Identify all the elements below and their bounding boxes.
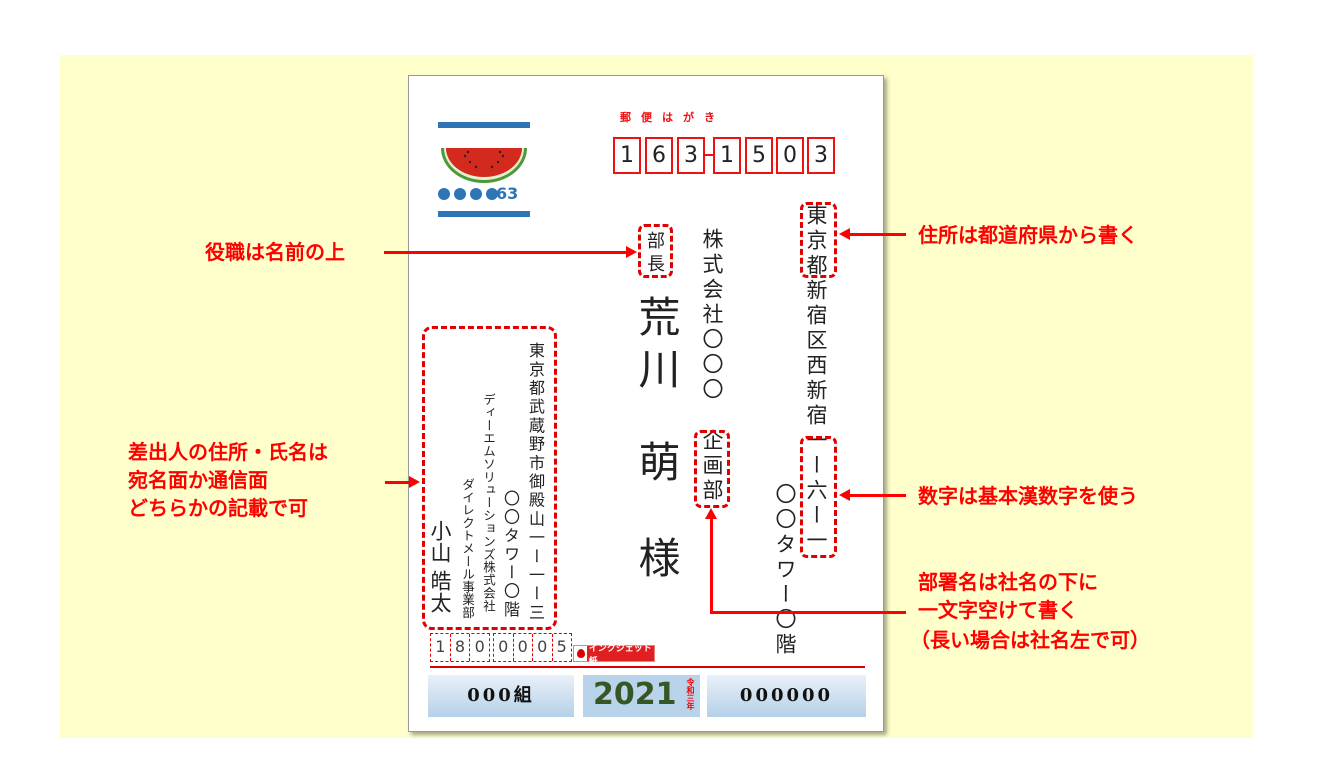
arrow-numbers (850, 494, 906, 497)
arrowhead (409, 476, 420, 488)
inkjet-badge: インクジェット紙 (573, 644, 655, 667)
zip-digit: 3 (677, 137, 705, 174)
arrowhead (705, 508, 717, 519)
arrowhead (839, 228, 850, 240)
zip-digit: 0 (533, 634, 553, 661)
arrow-title (384, 251, 628, 254)
year-box: 2021 令和三年 (583, 675, 700, 717)
recipient-department: 企画部 (700, 429, 724, 504)
divider-line (430, 666, 865, 668)
recipient-given-name: 萌 (632, 440, 681, 482)
stamp: 63 (438, 122, 530, 218)
recipient-building: 〇〇タワー〇階 (773, 483, 797, 658)
recipient-company: 株式会社〇〇〇 (700, 228, 724, 403)
recipient-address: 東京都新宿区西新宿一ー六ー一 (804, 204, 828, 554)
highlight-department (694, 430, 730, 508)
era: 令和三年 (686, 678, 695, 710)
zip-digit: 1 (613, 137, 641, 174)
year: 2021 (593, 677, 677, 712)
zip-digit: 5 (745, 137, 773, 174)
annotation-sender-3: どちらかの記載で可 (128, 496, 308, 520)
zip-digit: 0 (494, 634, 514, 661)
sender-department: ダイレクトメール事業部 (460, 478, 475, 619)
sender-given-name: 皓太 (428, 570, 452, 614)
postcard (408, 75, 884, 732)
zip-digit: 0 (514, 634, 533, 661)
ink-drop-icon (574, 646, 587, 661)
annotation-sender-1: 差出人の住所・氏名は (128, 440, 328, 464)
postcard-header: 郵便はがき (620, 111, 725, 124)
inkjet-label: インクジェット紙 (588, 643, 652, 667)
annotation-department-3: （長い場合は社名左で可） (910, 628, 1150, 652)
zip-digit: 0 (474, 637, 485, 656)
arrow-address (850, 233, 906, 236)
lottery-group: 000組 (428, 675, 574, 717)
arrow-sender (385, 481, 411, 484)
sender-building: 〇〇タワー〇階 (501, 490, 520, 620)
sender-surname: 小山 (428, 520, 452, 564)
arrowhead (626, 246, 637, 258)
stamp-dots (438, 188, 498, 200)
zip-digit: 3 (807, 137, 835, 174)
arrow-department-vertical (710, 518, 713, 614)
zip-digit: 1 (713, 137, 741, 174)
highlight-title (638, 224, 673, 278)
annotation-title: 役職は名前の上 (205, 240, 345, 264)
zip-digit: 8 (451, 634, 471, 661)
highlight-sender (422, 326, 557, 630)
recipient-surname: 荒川 (632, 295, 681, 399)
zip-digit: 6 (645, 137, 673, 174)
lottery-number: 000000 (707, 675, 866, 717)
annotation-numbers: 数字は基本漢数字を使う (918, 484, 1138, 508)
arrow-department (710, 611, 906, 614)
annotation-department-2: 一文字空けて書く (918, 598, 1078, 622)
watermelon-icon (441, 148, 527, 183)
annotation-department-1: 部署名は社名の下に (918, 570, 1098, 594)
annotation-address: 住所は都道府県から書く (918, 223, 1138, 247)
highlight-numbers (800, 436, 837, 558)
zip-digit: 0 (776, 137, 804, 174)
zip-digit: 5 (556, 637, 567, 656)
sender-company: ディーエムソリューションズ株式会社 (481, 393, 496, 613)
recipient-title: 部長 (644, 231, 665, 277)
sender-address: 東京都武蔵野市御殿山一ー一ー三 (526, 342, 545, 623)
annotation-sender-2: 宛名面か通信面 (128, 468, 268, 492)
arrowhead (839, 489, 850, 501)
zip-digit: 1 (431, 634, 451, 661)
highlight-prefecture (800, 202, 837, 278)
honorific: 様 (632, 536, 681, 578)
zip-separator (705, 154, 713, 156)
stamp-value: 63 (496, 184, 519, 203)
